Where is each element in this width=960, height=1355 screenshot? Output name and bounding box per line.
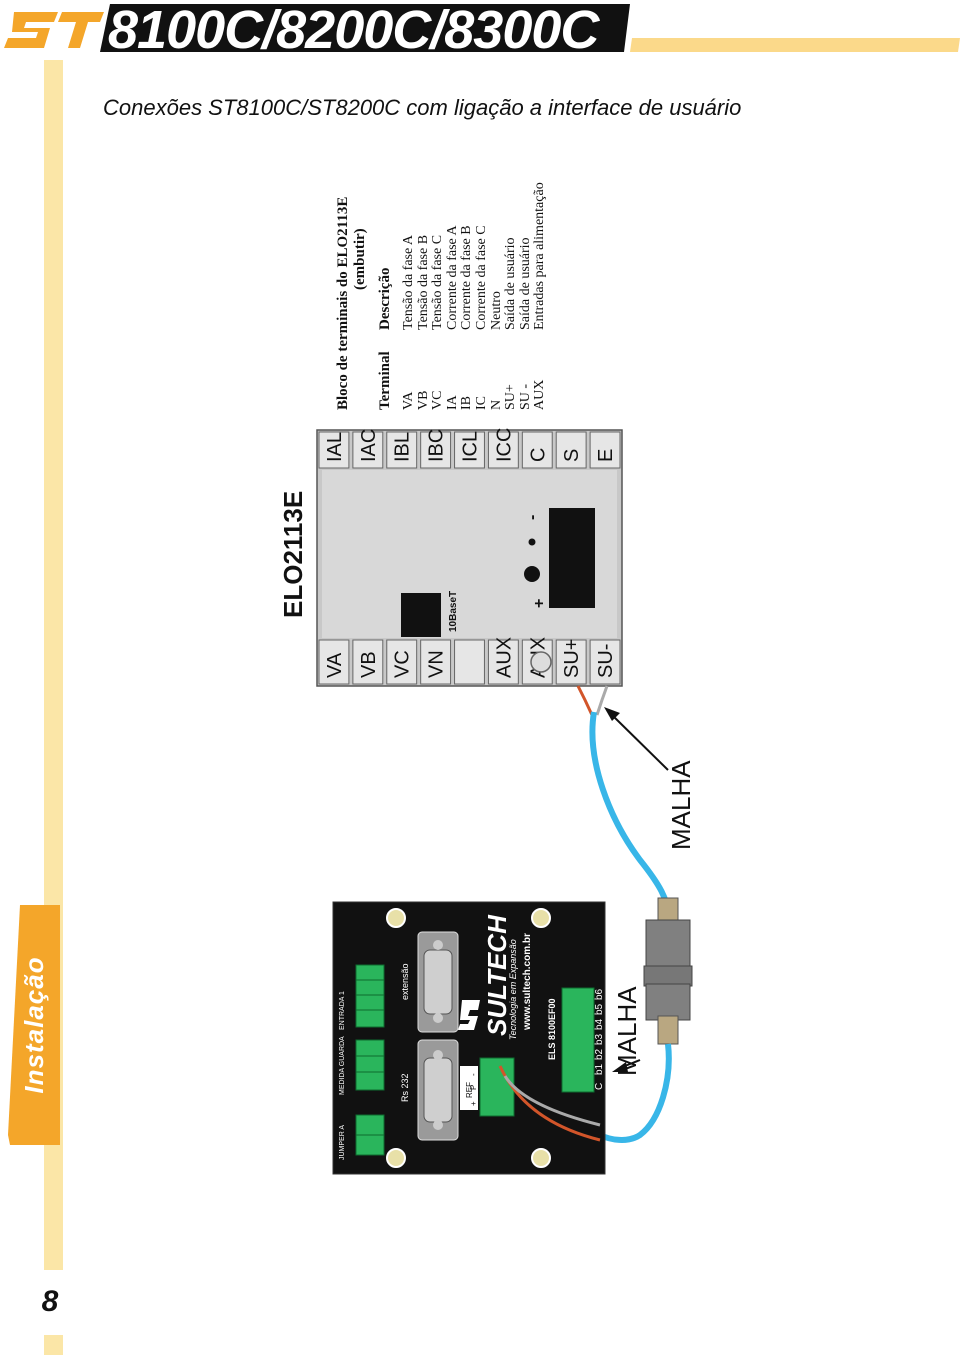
board-code-label: ELS 8100EF00 xyxy=(547,998,557,1060)
elo-right-terminal xyxy=(589,431,621,469)
website-label: www.sultech.com.br xyxy=(522,933,533,1031)
side-bar-bottom xyxy=(44,1335,63,1355)
elo-left-terminal xyxy=(589,639,621,685)
elo-right-terminal xyxy=(454,431,485,469)
elo-left-terminal-label: SU+ xyxy=(561,639,583,678)
elo-module-title: ELO2113E xyxy=(278,491,308,618)
shield-label-top: MALHA xyxy=(666,760,696,850)
header-band xyxy=(4,4,960,52)
elo-right-terminal-label: IAC xyxy=(358,429,380,462)
elo-right-terminal-label: IAL xyxy=(324,432,346,462)
cable-splice-connector xyxy=(643,897,693,1045)
title-bar-accent xyxy=(630,38,960,52)
elo-left-terminal-label: VB xyxy=(358,651,380,678)
plus-label: + xyxy=(531,599,548,608)
elo-right-terminal xyxy=(386,431,418,469)
rs232-label: Rs 232 xyxy=(400,1073,410,1102)
ethernet-port xyxy=(401,593,441,637)
elo-right-terminal xyxy=(521,431,553,469)
elo-right-terminal xyxy=(555,431,587,469)
output-pin-label: b4 xyxy=(594,1018,605,1030)
elo-right-terminal-label: IBL xyxy=(392,432,414,462)
tagline-label: Tecnologia em Expansão xyxy=(508,939,518,1040)
elo-right-terminal xyxy=(352,431,384,469)
communication-cable xyxy=(589,711,671,916)
output-pin-label: b1 xyxy=(594,1063,605,1075)
ref-pin-p: P xyxy=(469,1085,478,1090)
elo-left-terminal xyxy=(487,639,519,685)
elo-left-terminal-label: VC xyxy=(392,650,414,678)
elo-right-terminal-label: ICC xyxy=(493,428,515,462)
status-led-large xyxy=(524,566,540,582)
elo-left-terminal-label: AUX xyxy=(493,637,515,678)
ref-pin-minus: - xyxy=(469,1073,478,1076)
elo-right-terminal-label: S xyxy=(561,449,583,462)
elo-right-terminal-label: IBC xyxy=(426,429,448,462)
elo-right-terminal xyxy=(318,431,350,469)
minus-label: - xyxy=(524,515,541,520)
ref-terminal-block xyxy=(479,1057,515,1117)
display-window xyxy=(549,508,595,608)
top-connector-label-1: ENTRADA 1 xyxy=(339,991,346,1030)
page-title: 8100C/8200C/8300C xyxy=(108,0,599,60)
shield-arrow xyxy=(609,712,669,771)
section-tab xyxy=(8,905,60,1145)
elo-right-terminal-label: E xyxy=(595,449,617,462)
extension-connector xyxy=(417,931,459,1033)
sultech-logo-icon xyxy=(458,1000,480,1030)
rs232-connector xyxy=(417,1039,459,1141)
elo-left-terminal xyxy=(454,639,485,685)
output-pin-label: b6 xyxy=(594,988,605,1000)
top-connector-label-2: MEDIDA GUARDA xyxy=(339,1036,346,1095)
elo-left-terminal xyxy=(555,639,587,685)
output-pin-label: b5 xyxy=(594,1003,605,1015)
elo-left-terminal-strip: VAVBVCVNAUXAUXSU+SU- xyxy=(318,637,621,685)
elo-left-terminal xyxy=(318,639,350,685)
elo-right-terminal-label: ICL xyxy=(460,431,482,462)
output-pin-labels: Cb1 b2 b3 b4 b5 b6 xyxy=(594,988,605,1090)
output-terminal-block xyxy=(561,987,595,1093)
title-bar-black xyxy=(100,4,630,52)
shield-label-bottom: MALHA xyxy=(612,986,642,1076)
output-pin-label: C xyxy=(594,1083,605,1090)
ref-pin-plus: + xyxy=(469,1101,478,1106)
output-pin-label: b2 xyxy=(594,1048,605,1060)
elo-right-terminal xyxy=(487,431,519,469)
elo-left-terminal xyxy=(386,639,418,685)
mounting-screw xyxy=(530,651,552,673)
elo-right-terminal-label: C xyxy=(527,448,549,462)
ethernet-label: 10BaseT xyxy=(448,591,459,632)
elo-left-terminal xyxy=(352,639,384,685)
page-number: 8 xyxy=(41,1285,59,1318)
st-logo-icon xyxy=(4,12,104,48)
elo-left-terminal-label: VA xyxy=(324,652,346,678)
elo-left-terminal-label: SU- xyxy=(595,644,617,678)
elo-right-terminal xyxy=(420,431,452,469)
brand-label: SULTECH xyxy=(482,914,512,1036)
elo-left-terminal-label: VN xyxy=(426,650,448,678)
elo-left-terminal xyxy=(420,639,452,685)
status-led-small xyxy=(528,538,536,546)
page-subtitle: Conexões ST8100C/ST8200C com ligação a i… xyxy=(103,95,742,120)
extension-label: extensão xyxy=(400,963,410,1000)
input-terminal-blocks xyxy=(355,964,385,1156)
ref-label: REF xyxy=(465,1082,474,1098)
st-board: ENTRADA 1 MEDIDA GUARDA JUMPER A Rs 232 … xyxy=(332,901,606,1175)
output-pin-label: b3 xyxy=(594,1033,605,1045)
top-connector-label-3: JUMPER A xyxy=(339,1125,346,1160)
